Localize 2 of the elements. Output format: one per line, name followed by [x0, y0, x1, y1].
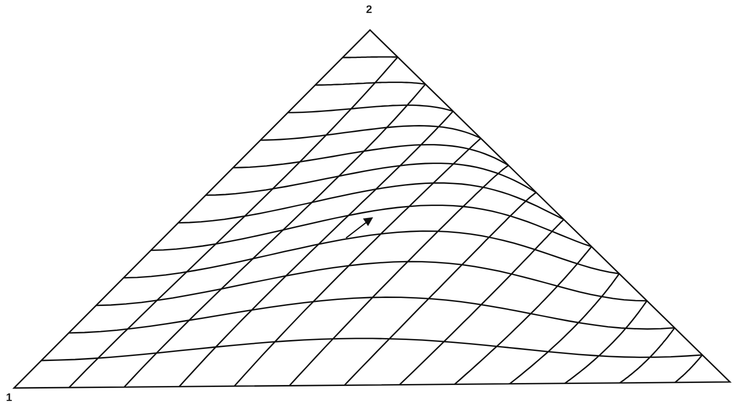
vertex-label: 1 [6, 392, 12, 404]
vertex-label: 2 [366, 4, 372, 16]
